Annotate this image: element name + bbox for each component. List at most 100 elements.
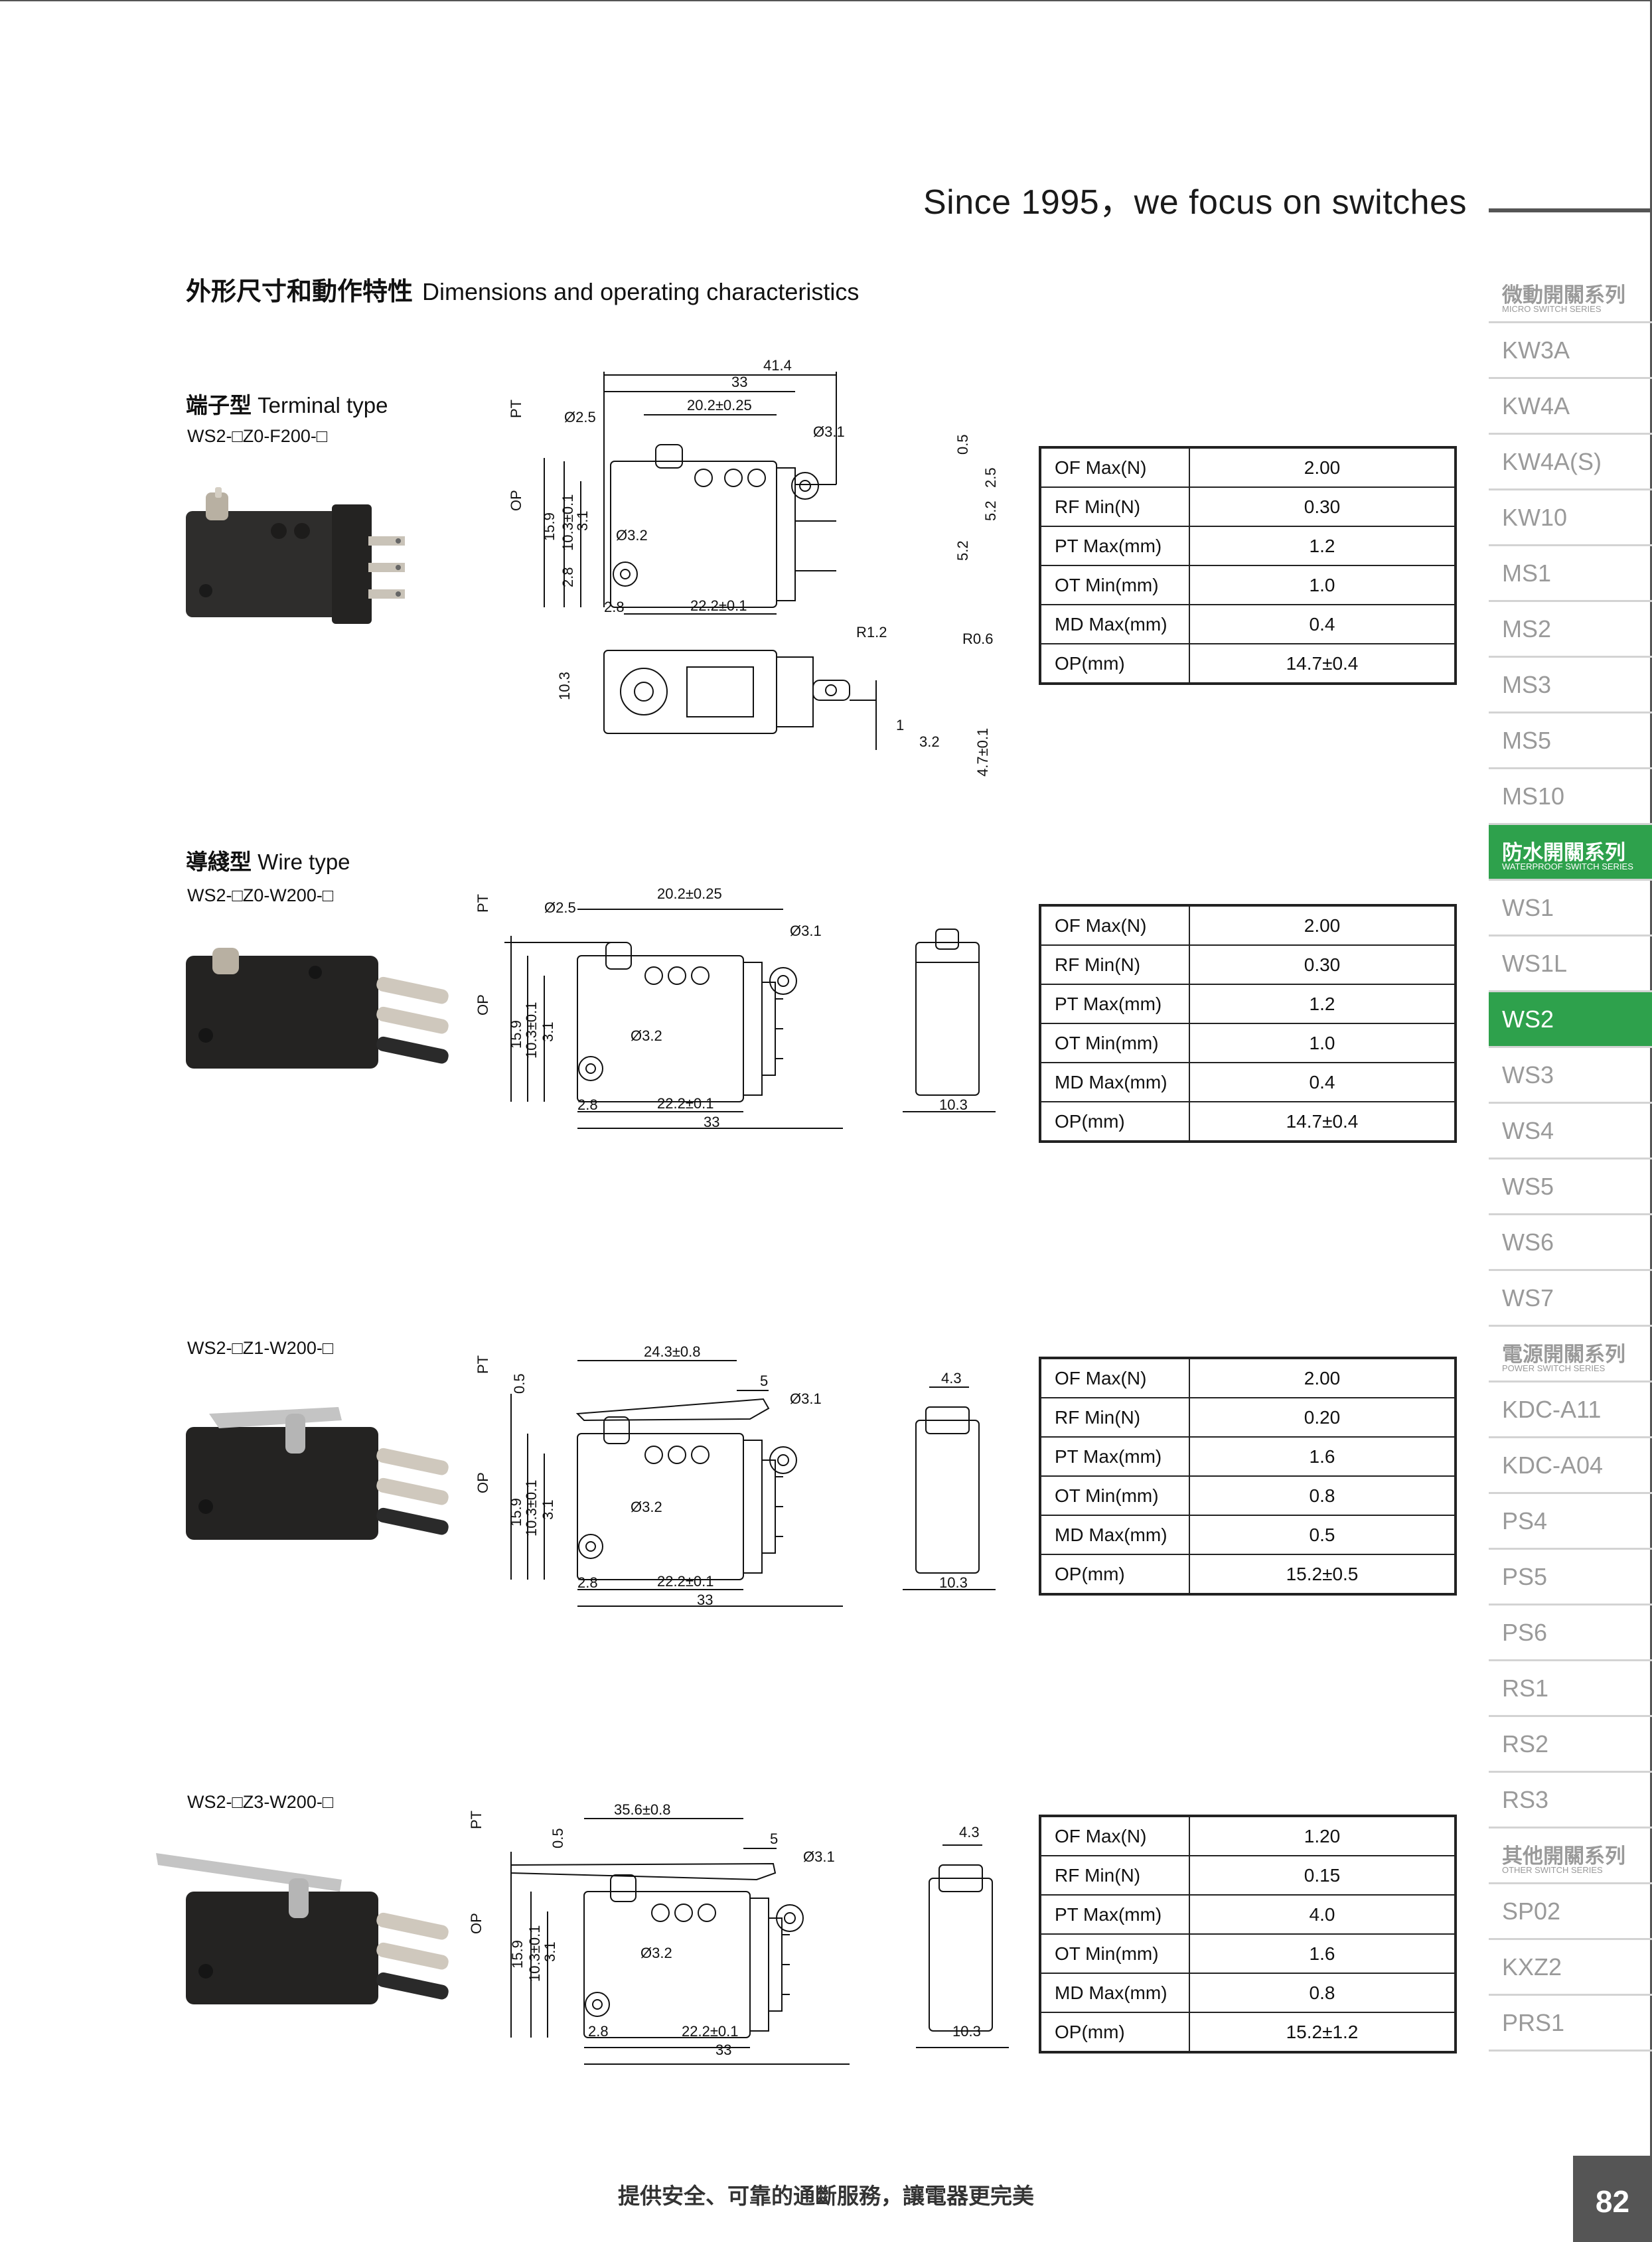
sidebar-item-label: RS1 (1502, 1675, 1549, 1702)
svg-text:10.3: 10.3 (939, 1096, 968, 1113)
sidebar-item-ps6[interactable]: PS6 (1489, 1606, 1652, 1661)
sidebar-item-kdc-a04[interactable]: KDC-A04 (1489, 1438, 1652, 1494)
sidebar-item-label: KXZ2 (1502, 1953, 1562, 1980)
terminal-switch-photo (186, 487, 405, 624)
sidebar-item-ws6[interactable]: WS6 (1489, 1215, 1652, 1271)
svg-text:2.8: 2.8 (560, 567, 576, 587)
svg-text:10.3: 10.3 (952, 2023, 981, 2040)
wire-z1-dimension-drawing: 24.3±0.8 5 Ø3.1 Ø3.2 2.8 22.2±0.1 33 10.… (475, 1343, 996, 1608)
wire-type-title: 導綫型 Wire type (186, 844, 350, 876)
sidebar-item-kw4a-s[interactable]: KW4A(S) (1489, 435, 1652, 490)
sidebar-item-ms1[interactable]: MS1 (1489, 546, 1652, 602)
svg-text:22.2±0.1: 22.2±0.1 (682, 2023, 738, 2040)
spec-label: PT Max(mm) (1040, 1894, 1190, 1934)
sidebar-item-ws2[interactable]: WS2 (1489, 992, 1652, 1048)
svg-text:15.9: 15.9 (541, 512, 558, 541)
svg-text:0.5: 0.5 (511, 1373, 528, 1394)
sidebar-group-waterproof: 防水開關系列 WATERPROOF SWITCH SERIES (1489, 825, 1652, 881)
svg-text:Ø3.2: Ø3.2 (631, 1027, 662, 1044)
model-ws2-z0-f200: WS2-□Z0-F200-□ (187, 426, 328, 446)
svg-text:20.2±0.25: 20.2±0.25 (657, 885, 722, 902)
sidebar-item-label: WS2 (1502, 1006, 1554, 1033)
sidebar-group-micro: 微動開關系列 MICRO SWITCH SERIES (1489, 267, 1652, 323)
sidebar-item-ws7[interactable]: WS7 (1489, 1271, 1652, 1327)
sidebar-item-ws1[interactable]: WS1 (1489, 881, 1652, 936)
spec-row: PT Max(mm)1.2 (1040, 526, 1456, 565)
sidebar-item-label: SP02 (1502, 1898, 1561, 1925)
svg-text:Ø3.2: Ø3.2 (616, 527, 648, 544)
sidebar-item-rs3[interactable]: RS3 (1489, 1773, 1652, 1829)
spec-label: MD Max(mm) (1040, 604, 1190, 644)
spec-value: 1.2 (1189, 984, 1456, 1023)
svg-text:5.2: 5.2 (982, 500, 999, 521)
sidebar-group-zh: 其他開關系列 (1502, 1844, 1625, 1868)
sidebar-item-ms5[interactable]: MS5 (1489, 713, 1652, 769)
terminal-type-zh: 端子型 (186, 392, 252, 418)
sidebar-item-ms3[interactable]: MS3 (1489, 658, 1652, 713)
sidebar-group-zh: 防水開關系列 (1502, 841, 1625, 865)
sidebar-group-en: POWER SWITCH SERIES (1502, 1363, 1606, 1373)
spec-value: 2.00 (1304, 1367, 1341, 1388)
svg-text:2.5: 2.5 (982, 467, 999, 488)
spec-value: 0.15 (1189, 1855, 1456, 1895)
sidebar-item-ms10[interactable]: MS10 (1489, 769, 1652, 825)
section-title-en: Dimensions and operating characteristics (422, 278, 860, 305)
svg-text:10.3±0.1: 10.3±0.1 (526, 1925, 543, 1982)
sidebar-item-rs2[interactable]: RS2 (1489, 1717, 1652, 1773)
sidebar-item-ws3[interactable]: WS3 (1489, 1048, 1652, 1104)
spec-label: OT Min(mm) (1040, 1475, 1190, 1515)
sidebar-item-sp02[interactable]: SP02 (1489, 1884, 1652, 1940)
sidebar-item-ws5[interactable]: WS5 (1489, 1159, 1652, 1215)
sidebar-group-other: 其他開關系列 OTHER SWITCH SERIES (1489, 1829, 1652, 1884)
spec-value: 0.30 (1189, 486, 1456, 526)
sidebar-item-label: KW4A (1502, 392, 1570, 419)
spec-label: OT Min(mm) (1040, 1023, 1190, 1063)
sidebar-item-kw10[interactable]: KW10 (1489, 490, 1652, 546)
svg-text:2.8: 2.8 (604, 599, 625, 615)
sidebar-item-kw4a[interactable]: KW4A (1489, 379, 1652, 435)
svg-text:15.9: 15.9 (508, 1020, 524, 1049)
sidebar-item-label: PS6 (1502, 1619, 1548, 1646)
sidebar-item-kdc-a11[interactable]: KDC-A11 (1489, 1383, 1652, 1438)
sidebar-item-prs1[interactable]: PRS1 (1489, 1996, 1652, 2052)
spec-row: RF Min(N)0.15 (1040, 1855, 1456, 1895)
sidebar-item-label: WS1L (1502, 950, 1568, 977)
spec-label: PT Max(mm) (1040, 1436, 1190, 1476)
sidebar-group-en: MICRO SWITCH SERIES (1502, 304, 1602, 314)
svg-text:Ø2.5: Ø2.5 (564, 409, 596, 425)
sidebar-item-kw3a[interactable]: KW3A (1489, 323, 1652, 379)
terminal-dimension-drawing: 41.4 33 20.2±0.25 Ø2.5 Ø3.1 Ø3.2 2.8 22.… (508, 357, 999, 777)
spec-value: 14.7±0.4 (1189, 643, 1456, 684)
svg-text:33: 33 (731, 374, 747, 390)
sidebar-item-label: KDC-A04 (1502, 1452, 1604, 1479)
sidebar-item-ps4[interactable]: PS4 (1489, 1494, 1652, 1550)
sidebar-item-ws1l[interactable]: WS1L (1489, 936, 1652, 992)
spec-value: 2.00 (1304, 457, 1341, 478)
sidebar-item-label: KDC-A11 (1502, 1396, 1602, 1423)
svg-text:3.1: 3.1 (542, 1941, 558, 1962)
sidebar-item-ws4[interactable]: WS4 (1489, 1104, 1652, 1159)
spec-label: OF Max(N) (1040, 1816, 1190, 1856)
svg-text:PT: PT (475, 894, 491, 913)
sidebar-item-ps5[interactable]: PS5 (1489, 1550, 1652, 1606)
spec-label: OT Min(mm) (1040, 1933, 1190, 1973)
svg-text:5: 5 (760, 1373, 768, 1389)
wire-type-zh: 導綫型 (186, 849, 252, 875)
spec-label: RF Min(N) (1040, 1397, 1190, 1437)
svg-text:PT: PT (468, 1811, 485, 1829)
sidebar-item-rs1[interactable]: RS1 (1489, 1661, 1652, 1717)
sidebar-item-kxz2[interactable]: KXZ2 (1489, 1940, 1652, 1996)
sidebar-item-ms2[interactable]: MS2 (1489, 602, 1652, 658)
series-sidebar: 微動開關系列 MICRO SWITCH SERIES KW3A KW4A KW4… (1489, 267, 1652, 2052)
spec-label: RF Min(N) (1040, 486, 1190, 526)
sidebar-item-label: PS4 (1502, 1507, 1548, 1534)
spec-value: 0.8 (1189, 1475, 1456, 1515)
svg-text:5: 5 (770, 1831, 778, 1847)
svg-text:0.5: 0.5 (954, 434, 971, 455)
sidebar-group-power: 電源開關系列 POWER SWITCH SERIES (1489, 1327, 1652, 1383)
spec-row: PT Max(mm)1.2 (1040, 984, 1456, 1023)
svg-text:Ø3.2: Ø3.2 (631, 1499, 662, 1515)
svg-text:2.8: 2.8 (588, 2023, 609, 2040)
svg-text:22.2±0.1: 22.2±0.1 (657, 1095, 713, 1112)
svg-text:0.5: 0.5 (550, 1828, 566, 1848)
